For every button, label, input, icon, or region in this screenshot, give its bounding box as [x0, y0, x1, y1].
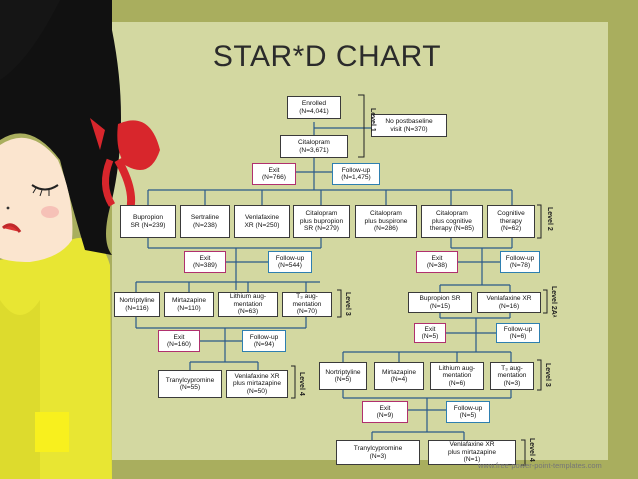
- exit-box-3: Exit(N=160): [158, 330, 200, 352]
- level3b-mirtazapine-box: Mirtazapine(N=4): [374, 362, 424, 390]
- level3b-t3-box: T₃ aug-mentation(N=3): [490, 362, 534, 390]
- slide-title: STAR*D CHART: [212, 40, 442, 73]
- follow-up-box-2: Follow-up(N=544): [268, 251, 312, 273]
- exit-box-3b: Exit(N=5): [414, 323, 446, 343]
- level-4-label: Level 4: [298, 372, 305, 396]
- level-2a-label: Level 2Aᵃ: [550, 286, 557, 318]
- citalopram-box: Citalopram(N=3,671): [280, 135, 348, 158]
- level3b-lithium-box: Lithium aug-mentation(N=6): [430, 362, 484, 390]
- level4b-tranylcypromine-box: Tranylcypromine(N=3): [336, 440, 420, 465]
- footer-url: www.free-power-point-templates.com: [478, 461, 602, 470]
- red-bow: [90, 118, 160, 170]
- connector-lines: [135, 122, 513, 440]
- level3-nortriptyline-box: Nortriptyline(N=116): [114, 292, 160, 317]
- exit-box-4: Exit(N=9): [362, 401, 408, 423]
- level2a-bupropion-box: Bupropion SR(N=15): [408, 292, 472, 313]
- follow-up-box-3: Follow-up(N=94): [242, 330, 286, 352]
- girl-mouth: [2, 223, 22, 233]
- level-brackets: [291, 94, 548, 466]
- follow-up-box-4: Follow-up(N=5): [446, 401, 490, 423]
- level-2-label: Level 2: [546, 207, 553, 231]
- follow-up-box-1: Follow-up(N=1,475): [332, 163, 380, 185]
- level3-mirtazapine-box: Mirtazapine(N=110): [164, 292, 214, 317]
- follow-up-box-2b: Follow-up(N=78): [500, 251, 540, 273]
- exit-box-1: Exit(N=766): [252, 163, 296, 185]
- level3b-nortriptyline-box: Nortriptyline(N=5): [319, 362, 367, 390]
- level4-tranylcypromine-box: Tranylcypromine(N=55): [158, 370, 222, 398]
- follow-up-box-3b: Follow-up(N=6): [496, 323, 540, 343]
- girl-hair: [0, 0, 121, 255]
- level3-lithium-box: Lithium aug-mentation(N=63): [218, 292, 278, 317]
- enrolled-box: Enrolled(N=4,041): [287, 96, 341, 119]
- level2-sertraline-box: Sertraline(N=238): [180, 205, 230, 238]
- level3-t3-box: T₃ aug-mentation(N=70): [282, 292, 332, 317]
- level-3b-label: Level 3: [544, 363, 551, 387]
- level-1-label: Level 1: [369, 108, 376, 132]
- level2a-venlafaxine-box: Venlafaxine XR(N=16): [477, 292, 541, 313]
- girl-eye: [31, 184, 59, 191]
- level-3-label: Level 3: [344, 292, 351, 316]
- level-4b-label: Level 4: [528, 438, 535, 462]
- exit-box-2: Exit(N=389): [184, 251, 226, 273]
- exit-box-2b: Exit(N=38): [416, 251, 458, 273]
- yellow-square: [35, 412, 69, 452]
